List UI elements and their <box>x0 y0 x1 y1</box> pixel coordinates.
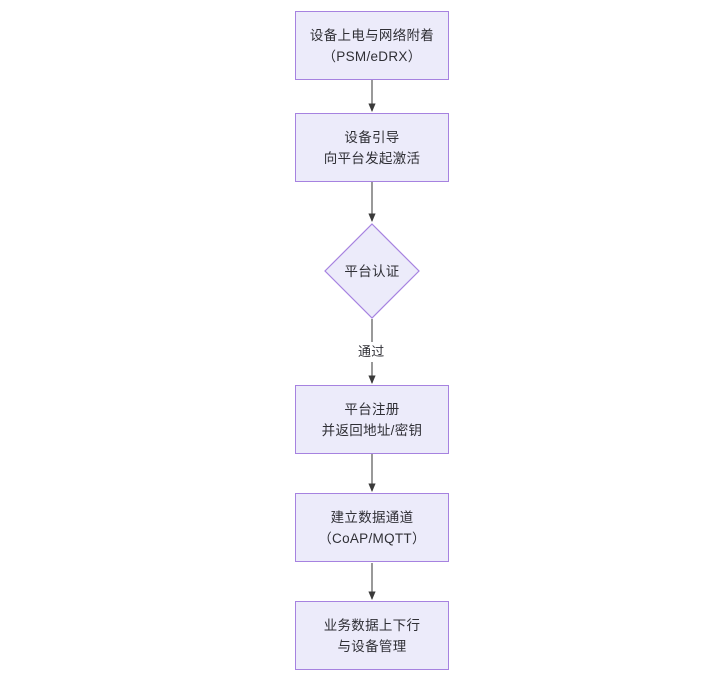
node-label-line: （PSM/eDRX） <box>322 48 422 64</box>
node-platform-registration-return-address-key[interactable]: 平台注册 并返回地址/密钥 <box>295 385 449 454</box>
node-label-line: 并返回地址/密钥 <box>321 422 423 438</box>
node-business-data-uplink-downlink-device-management[interactable]: 业务数据上下行 与设备管理 <box>295 601 449 670</box>
decision-label: 平台认证 <box>344 263 400 279</box>
node-label-line: 业务数据上下行 <box>323 617 421 633</box>
node-label-line: 设备引导 <box>344 129 400 145</box>
node-label-line: 向平台发起激活 <box>323 150 421 166</box>
node-label-line: （CoAP/MQTT） <box>318 530 426 546</box>
node-label-line: 与设备管理 <box>337 638 407 654</box>
node-power-on-network-attach[interactable]: 设备上电与网络附着 （PSM/eDRX） <box>295 11 449 80</box>
edge-label-pass: 通过 <box>355 342 388 362</box>
node-device-bootstrap-activation[interactable]: 设备引导 向平台发起激活 <box>295 113 449 182</box>
node-label-line: 建立数据通道 <box>330 509 414 525</box>
node-label-line: 设备上电与网络附着 <box>309 27 435 43</box>
diamond-shape <box>324 223 420 319</box>
node-platform-authentication-decision[interactable]: 平台认证 <box>324 223 420 319</box>
node-label-line: 平台注册 <box>344 401 400 417</box>
node-establish-data-channel[interactable]: 建立数据通道 （CoAP/MQTT） <box>295 493 449 562</box>
